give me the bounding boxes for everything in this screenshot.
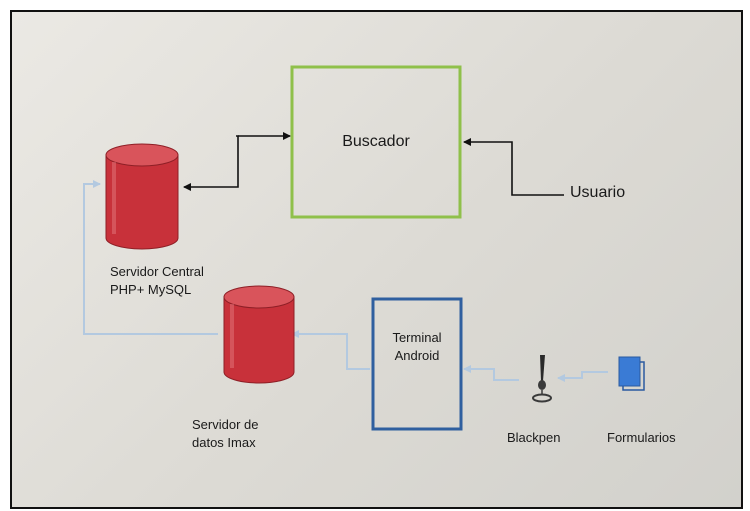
terminal-label-line2: Android [394,348,440,363]
blackpen-digital-pen-icon [532,355,552,403]
imax-server-label-line1: Servidor de [192,417,259,432]
central-server-label-line1: Servidor Central [110,264,204,279]
connector-terminal-imax [291,330,370,370]
imax-server-label-line2: datos Imax [192,435,256,450]
terminal-box [371,297,463,431]
blackpen-label: Blackpen [507,430,561,445]
buscador-label: Buscador [342,133,410,150]
diagram-graphics [83,65,645,431]
connector-central-buscador [183,132,291,191]
connector-usuario-buscador [463,138,564,196]
diagram-canvas: Buscador Usuario Servidor Central PHP+ M… [10,10,743,509]
formularios-label: Formularios [607,430,676,445]
central-server-database-icon [105,143,179,250]
connector-formularios-blackpen [557,371,608,382]
terminal-label-line1: Terminal [392,330,442,345]
connector-imax-central [83,180,218,335]
connector-blackpen-terminal [463,365,519,381]
central-server-label-line2: PHP+ MySQL [110,282,192,297]
buscador-box [290,65,462,219]
usuario-label: Usuario [570,184,626,201]
formularios-form-document-icon [618,356,645,391]
imax-server-database-icon [223,285,295,384]
